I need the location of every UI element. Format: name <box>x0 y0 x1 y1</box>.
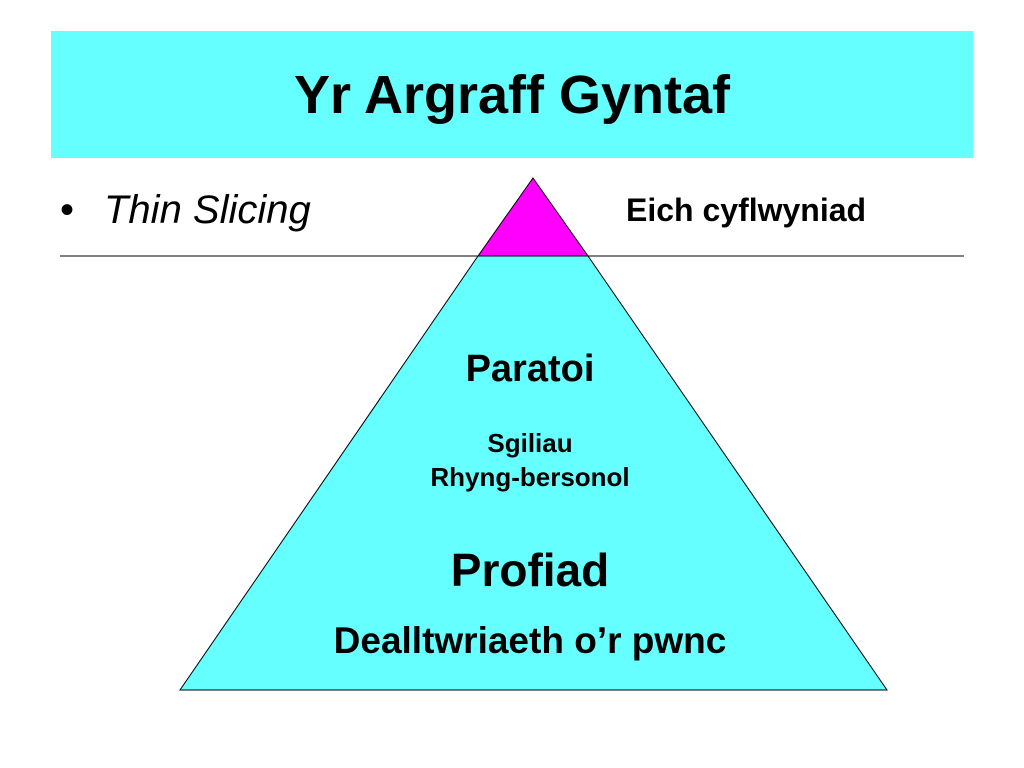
slide-title: Yr Argraff Gyntaf <box>293 64 731 125</box>
tier-profiad: Profiad <box>450 544 610 596</box>
title-bar: Yr Argraff Gyntaf <box>51 31 973 158</box>
tier-sgiliau: Sgiliau Rhyng-bersonol <box>330 427 730 495</box>
bullet-text: Thin Slicing <box>104 188 311 232</box>
tier-sgiliau-line1: Sgiliau <box>487 428 573 458</box>
bullet-dot: • <box>60 188 75 232</box>
bullet-item: • Thin Slicing <box>60 188 311 233</box>
tier-paratoi: Paratoi <box>465 348 595 390</box>
pyramid-tip <box>477 177 589 257</box>
tier-dealltwriaeth: Dealltwriaeth o’r pwnc <box>333 620 727 661</box>
presentation-label: Eich cyflwyniad <box>626 192 867 228</box>
tier-sgiliau-line2: Rhyng-bersonol <box>430 461 630 492</box>
